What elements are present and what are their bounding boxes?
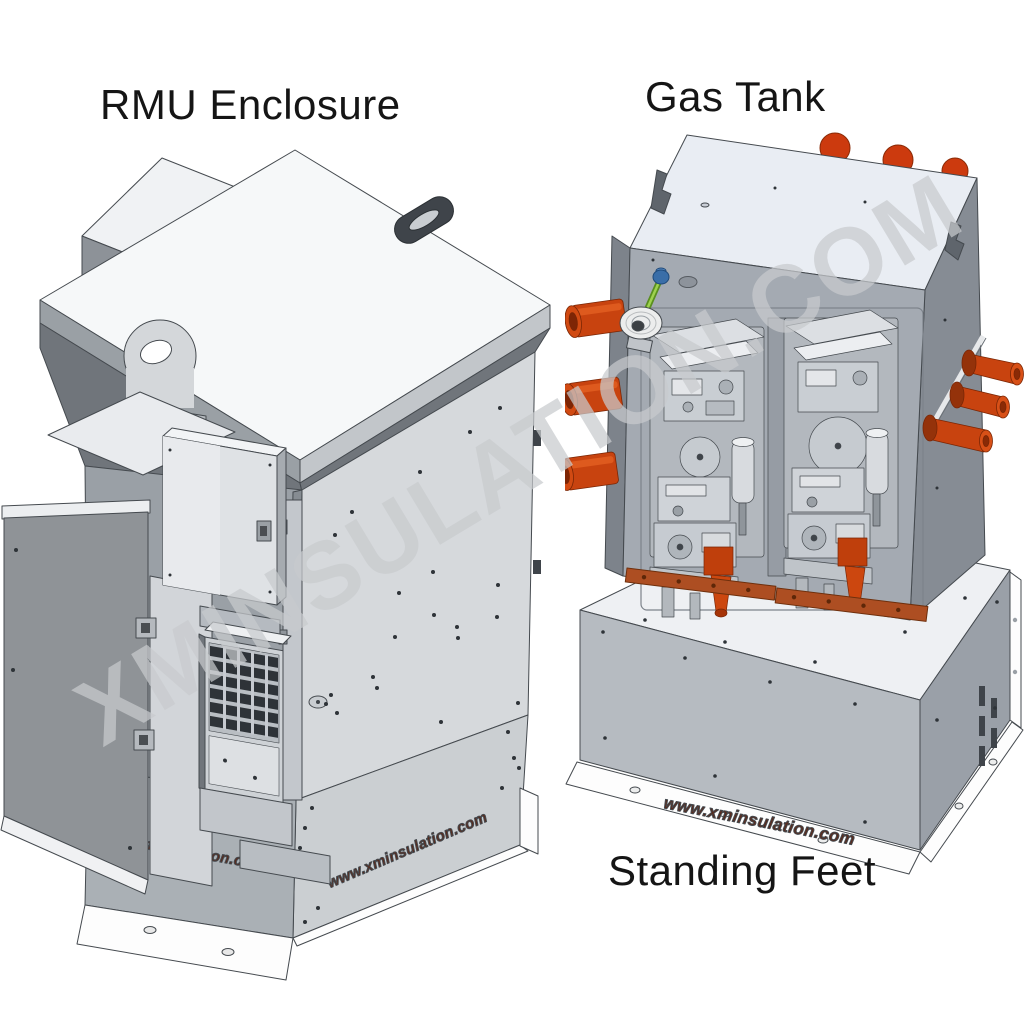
rmu-enclosure-drawing: www.xminsulation.com www.xminsulation.co… xyxy=(0,149,551,981)
busbar-right xyxy=(774,587,929,622)
rmu-body-right-face: www.xminsulation.com xyxy=(292,351,541,947)
side-bushings-right xyxy=(922,334,1024,453)
gas-tank-drawing: www.xminsulation.com xyxy=(565,132,1024,875)
earthing-rod xyxy=(619,267,670,354)
standing-feet-label: Standing Feet xyxy=(608,847,877,894)
mechanism-bay-left xyxy=(649,318,765,620)
rmu-open-door xyxy=(0,499,157,895)
side-bushings-left xyxy=(565,298,627,491)
rmu-control-box xyxy=(162,427,287,606)
busbar-left xyxy=(624,567,777,601)
tank-clip-right xyxy=(944,221,965,261)
rmu-side-top-sliver xyxy=(47,391,236,476)
rmu-vent-unit xyxy=(198,621,292,804)
mechanism-bay-right xyxy=(783,309,899,611)
rmu-enclosure-label: RMU Enclosure xyxy=(100,81,401,128)
rmu-right-face-bolts xyxy=(298,406,521,924)
gas-tank-label: Gas Tank xyxy=(645,73,826,120)
rmu-roof-handle xyxy=(394,196,454,244)
tank-clip-left xyxy=(650,169,672,215)
rmu-lower-bracket xyxy=(199,787,331,885)
